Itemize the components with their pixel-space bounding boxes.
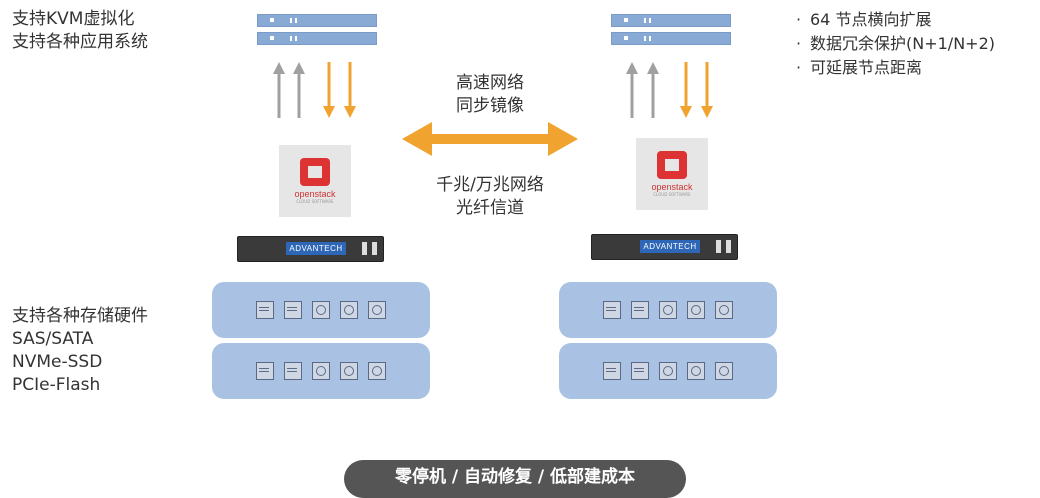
brand-badge: ADVANTECH xyxy=(640,240,700,253)
storage-bay xyxy=(559,282,777,338)
ssd-icon xyxy=(603,362,621,380)
ssd-icon xyxy=(256,362,274,380)
openstack-cube-icon xyxy=(657,151,687,179)
feature-item: ·可延展节点距离 xyxy=(796,56,995,80)
ssd-icon xyxy=(603,301,621,319)
server-rack-icon xyxy=(257,14,377,50)
feature-list: ·64 节点横向扩展 ·数据冗余保护(N+1/N+2) ·可延展节点距离 xyxy=(796,8,995,80)
ssd-icon xyxy=(631,301,649,319)
kvm-line: 支持KVM虚拟化 xyxy=(12,9,135,29)
network-type-label: 千兆/万兆网络 光纤信道 xyxy=(436,175,544,218)
network-sync-label: 高速网络 同步镜像 xyxy=(456,73,524,116)
bullet-icon: · xyxy=(796,34,802,53)
hdd-icon xyxy=(659,362,677,380)
storage-hw-line: 支持各种存储硬件 xyxy=(12,306,148,326)
ssd-icon xyxy=(284,362,302,380)
hdd-icon xyxy=(340,301,358,319)
down-arrow-icon xyxy=(323,62,356,118)
up-arrow-icon xyxy=(273,62,305,118)
ssd-icon xyxy=(284,301,302,319)
storage-bay xyxy=(212,343,430,399)
storage-bay xyxy=(559,343,777,399)
ssd-icon xyxy=(631,362,649,380)
openstack-logo: openstack CLOUD SOFTWARE xyxy=(636,138,708,210)
pcie-line: PCIe-Flash xyxy=(12,375,101,395)
brand-badge: ADVANTECH xyxy=(286,242,346,255)
hdd-icon xyxy=(312,301,330,319)
feature-item: ·数据冗余保护(N+1/N+2) xyxy=(796,32,995,56)
apps-line: 支持各种应用系统 xyxy=(12,32,148,52)
hdd-icon xyxy=(687,362,705,380)
benefits-banner: 零停机 / 自动修复 / 低部建成本 xyxy=(344,460,686,498)
openstack-cube-icon xyxy=(300,158,330,186)
hdd-icon xyxy=(715,301,733,319)
sas-sata-line: SAS/SATA xyxy=(12,329,94,349)
storage-bay xyxy=(212,282,430,338)
hdd-icon xyxy=(715,362,733,380)
double-arrow-icon xyxy=(402,122,578,156)
left-top-text: 支持KVM虚拟化 支持各种应用系统 xyxy=(12,8,148,54)
advantech-appliance-icon: ADVANTECH xyxy=(237,236,384,262)
advantech-appliance-icon: ADVANTECH xyxy=(591,234,738,260)
hdd-icon xyxy=(659,301,677,319)
hdd-icon xyxy=(312,362,330,380)
bullet-icon: · xyxy=(796,10,802,29)
left-bottom-text: 支持各种存储硬件 SAS/SATA NVMe-SSD PCIe-Flash xyxy=(12,305,148,397)
feature-item: ·64 节点横向扩展 xyxy=(796,8,995,32)
hdd-icon xyxy=(687,301,705,319)
server-rack-icon xyxy=(611,14,731,50)
down-arrow-icon xyxy=(680,62,713,118)
hdd-icon xyxy=(368,301,386,319)
hdd-icon xyxy=(340,362,358,380)
openstack-logo: openstack CLOUD SOFTWARE xyxy=(279,145,351,217)
ssd-icon xyxy=(256,301,274,319)
bullet-icon: · xyxy=(796,58,802,77)
up-arrow-icon xyxy=(626,62,659,118)
hdd-icon xyxy=(368,362,386,380)
nvme-line: NVMe-SSD xyxy=(12,352,103,372)
